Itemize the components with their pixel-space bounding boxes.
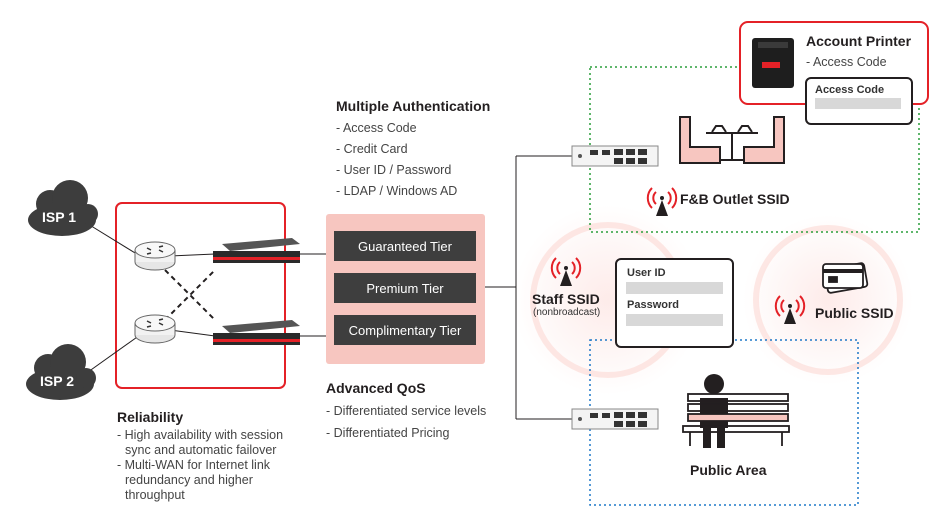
network-cables: [87, 155, 572, 420]
public-ssid-label: Public SSID: [815, 305, 894, 321]
qos-list: - Differentiated service levels - Differ…: [326, 400, 486, 444]
ticket-label: Access Code: [815, 84, 885, 96]
coverage-glow: [513, 205, 913, 395]
user-id-label: User ID: [627, 267, 666, 279]
staff-ssid-note: (nonbroadcast): [533, 307, 601, 318]
auth-item: - Credit Card: [336, 142, 408, 156]
user-id-field: [626, 282, 723, 294]
auth-list: - Access Code - Credit Card - User ID / …: [336, 118, 457, 202]
qos-item: - Differentiated service levels: [326, 404, 487, 418]
qos-item: - Differentiated Pricing: [326, 426, 450, 440]
staff-ssid-label: Staff SSID: [532, 291, 600, 307]
auth-item: - User ID / Password: [336, 163, 452, 177]
public-area-zone: [589, 339, 859, 506]
switch-fb-icon: [571, 145, 659, 167]
gateway-server-2-icon: [213, 320, 300, 345]
reliability-list: - High availability with session sync an…: [117, 428, 284, 502]
public-area-label: Public Area: [690, 462, 767, 478]
printer-icon: [752, 38, 794, 88]
public-ap-icon: [774, 295, 806, 324]
person-on-bench-icon: [682, 374, 790, 448]
tier-premium: Premium Tier: [334, 273, 476, 303]
isp2-label: ISP 2: [40, 373, 74, 389]
tier-guaranteed: Guaranteed Tier: [334, 231, 476, 261]
fb-ssid-label: F&B Outlet SSID: [680, 191, 790, 207]
auth-item: - Access Code: [336, 121, 417, 135]
reliability-box: [115, 202, 286, 389]
fb-ap-icon: [646, 187, 678, 216]
password-field: [626, 314, 723, 326]
credit-card-icon: [822, 262, 869, 294]
staff-ap-icon: [550, 257, 582, 286]
dining-table-icon: [679, 116, 785, 164]
tier-complimentary: Complimentary Tier: [334, 315, 476, 345]
password-label: Password: [627, 299, 679, 311]
isp2-cloud-icon: [26, 344, 96, 400]
switch-public-icon: [571, 408, 659, 430]
gateway-server-1-icon: [213, 238, 300, 263]
router-1-icon: [134, 241, 176, 271]
auth-title: Multiple Authentication: [336, 98, 491, 114]
auth-item: - LDAP / Windows AD: [336, 184, 458, 198]
printer-title: Account Printer: [806, 33, 912, 49]
isp1-cloud-icon: [28, 180, 98, 236]
crossover-links: [164, 269, 216, 321]
isp1-label: ISP 1: [42, 209, 76, 225]
printer-subtitle: - Access Code: [806, 55, 887, 69]
qos-title: Advanced QoS: [326, 380, 426, 396]
reliability-title: Reliability: [117, 409, 184, 425]
router-2-icon: [134, 314, 176, 344]
